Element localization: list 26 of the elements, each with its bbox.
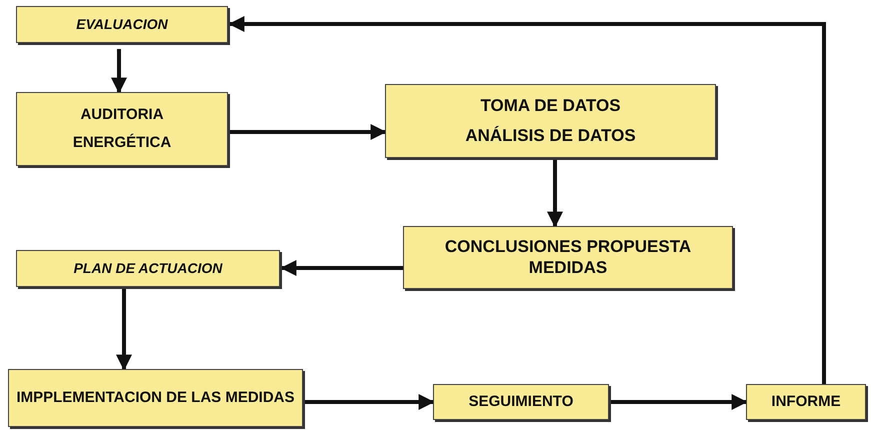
box-label: TOMA DE DATOS — [480, 96, 621, 116]
box-label: ENERGÉTICA — [72, 134, 172, 152]
process-box — [746, 384, 866, 420]
process-box — [385, 84, 716, 158]
arrow — [611, 394, 748, 410]
box-label: AUDITORIA — [80, 106, 164, 124]
arrow — [111, 49, 127, 94]
process-box — [403, 226, 733, 289]
arrow — [228, 124, 387, 140]
arrow — [116, 289, 132, 371]
arrow — [305, 394, 435, 410]
box-label: ANÁLISIS DE DATOS — [465, 126, 636, 146]
arrow — [228, 16, 826, 384]
box-label: SEGUIMIENTO — [468, 393, 574, 411]
process-box — [433, 384, 609, 420]
process-box — [16, 250, 280, 287]
process-box — [16, 92, 228, 166]
box-label: IMPPLEMENTACION DE LAS MEDIDAS — [16, 389, 295, 407]
arrow — [547, 158, 563, 228]
arrow — [280, 260, 403, 276]
process-box — [8, 369, 303, 427]
box-label: INFORME — [771, 393, 841, 411]
process-box — [16, 6, 228, 43]
box-label: EVALUACION — [76, 16, 168, 33]
box-label: PLAN DE ACTUACION — [74, 260, 222, 277]
box-label: CONCLUSIONES PROPUESTA MEDIDAS — [444, 237, 692, 278]
